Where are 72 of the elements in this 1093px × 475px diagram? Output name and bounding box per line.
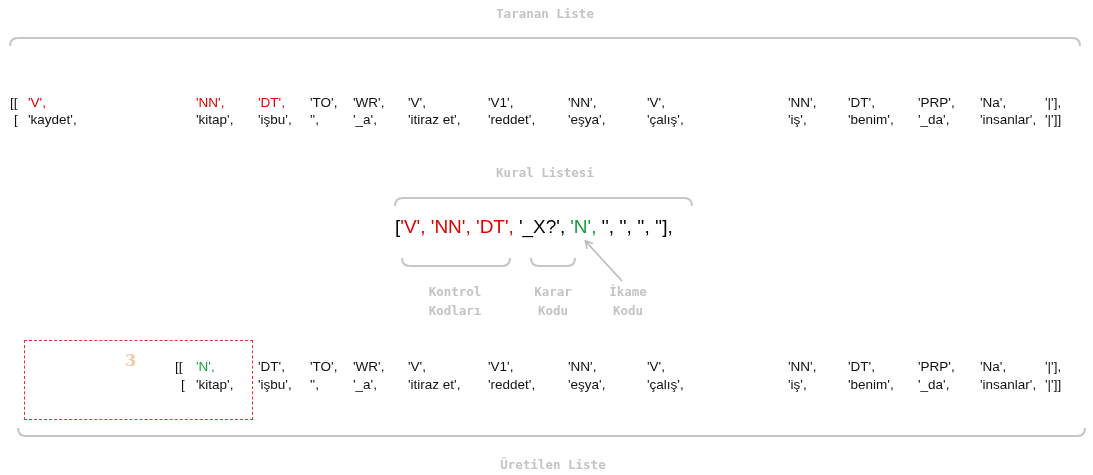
list-token: 'kitap', [196,112,234,128]
list-token: 'NN', [196,95,225,111]
list-token: 'WR', [353,359,385,375]
list-token: 'benim', [848,377,894,393]
list-token: '|'], [1045,95,1062,111]
list-token: 'işbu', [258,377,292,393]
list-token: 'insanlar', [980,377,1037,393]
list-token: 'DT', [848,359,875,375]
list-token: 'insanlar', [980,112,1037,128]
list-token: 'eşya', [568,112,606,128]
rule-token: '_X?', [518,216,566,238]
list-token: 'V', [647,95,665,111]
list-token: 'TO', [310,95,338,111]
list-token: 'V1', [488,95,514,111]
list-token: 'N', [196,359,215,375]
list-token: 'reddet', [488,377,536,393]
list-token: 'reddet', [488,112,536,128]
list-token: 'çalış', [647,112,684,128]
dashed-highlight-box [24,340,253,420]
list-token: '|']] [1045,112,1062,128]
list-token: 'NN', [788,359,817,375]
list-token: 'iş', [788,112,807,128]
list-token: [[ [175,359,183,375]
list-token: '|'], [1045,359,1062,375]
list-token: 'V', [408,359,426,375]
list-token: 'NN', [788,95,817,111]
list-token: '|']] [1045,377,1062,393]
list-token: [ [14,112,18,128]
list-token: 'itiraz et', [408,112,461,128]
list-token: 'DT', [848,95,875,111]
list-token: '_a', [353,112,377,128]
list-token: 'V', [647,359,665,375]
list-token: 'NN', [568,95,597,111]
list-token: 'V', [408,95,426,111]
list-token: 'DT', [258,359,285,375]
list-token: 'itiraz et', [408,377,461,393]
section-caption: İkame Kodu [608,283,648,320]
list-token: 'Na', [980,359,1007,375]
list-token: 'V1', [488,359,514,375]
list-token: 'benim', [848,112,894,128]
list-token: [ [181,377,185,393]
rule-token: 'V', 'NN', 'DT', [400,216,514,238]
list-token: 'TO', [310,359,338,375]
list-token: '_a', [353,377,377,393]
list-token: 'işbu', [258,112,292,128]
rule-token: [ [395,216,401,238]
list-token: 'V', [28,95,46,111]
list-token: 'PRP', [918,95,955,111]
list-token: '_da', [918,377,950,393]
list-token: 'eşya', [568,377,606,393]
section-caption: Karar Kodu [533,283,573,320]
rule-token: '', '', '', ''], [601,216,673,238]
list-token: 'NN', [568,359,597,375]
list-token: 'iş', [788,377,807,393]
step-number: 3 [125,351,137,370]
list-token: 'kitap', [196,377,234,393]
list-token: '', [310,112,319,128]
section-caption: Taranan Liste [495,5,595,23]
list-token: [[ [10,95,18,111]
list-token: 'kaydet', [28,112,77,128]
list-token: '_da', [918,112,950,128]
list-token: 'çalış', [647,377,684,393]
list-token: 'DT', [258,95,285,111]
list-token: 'Na', [980,95,1007,111]
leader-arrow [584,240,623,282]
rule-token: 'N', [570,216,597,238]
section-caption: Kontrol Kodları [427,283,483,320]
list-token: 'WR', [353,95,385,111]
list-token: 'PRP', [918,359,955,375]
section-caption: Üretilen Liste [499,456,607,474]
section-caption: Kural Listesi [495,164,595,182]
list-token: '', [310,377,319,393]
